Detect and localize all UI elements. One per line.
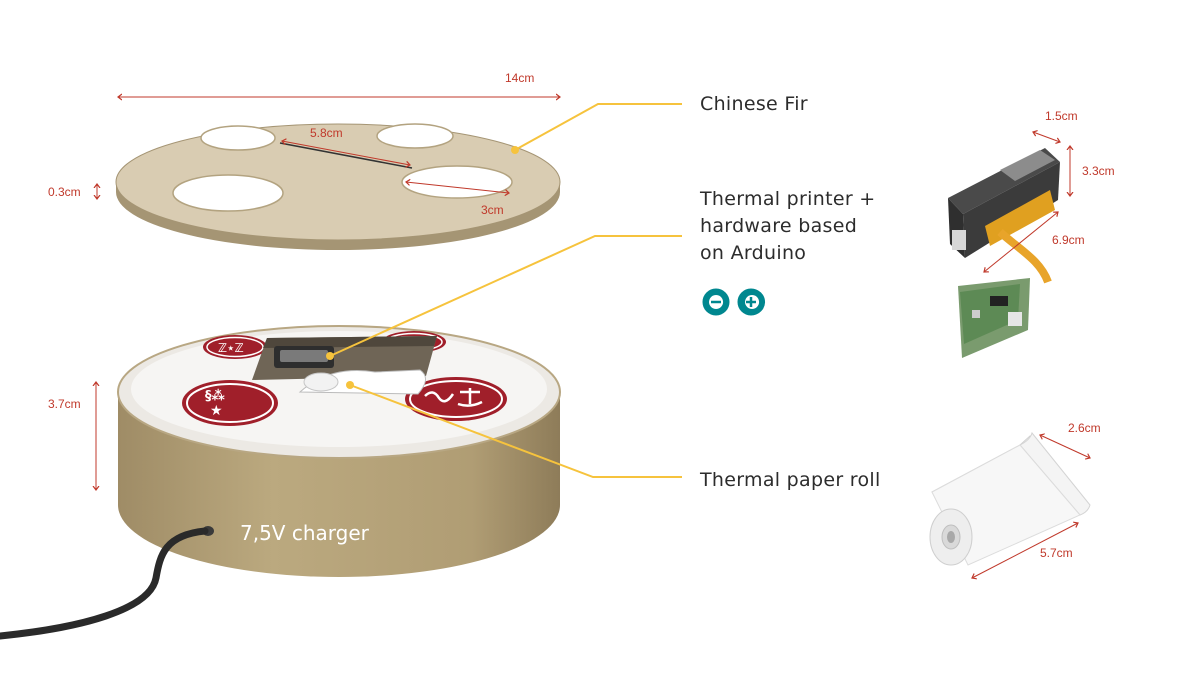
callout-line-lid bbox=[514, 103, 682, 151]
thermal-paper-roll bbox=[929, 431, 1091, 566]
charger-label: 7,5V charger bbox=[240, 521, 370, 545]
printer-slot bbox=[252, 336, 437, 395]
lid-hole bbox=[401, 165, 513, 199]
lid-hole bbox=[376, 123, 454, 149]
hole-diameter-label: 3cm bbox=[481, 203, 504, 217]
roll-width-label: 5.7cm bbox=[1040, 546, 1073, 560]
callout-line-printer bbox=[329, 235, 682, 357]
ribbon-length-dimension bbox=[984, 212, 1058, 272]
callout-line-paper bbox=[349, 384, 682, 478]
lid-width-label: 14cm bbox=[505, 71, 534, 85]
printer-depth-dimension bbox=[1033, 132, 1060, 142]
lid-hole bbox=[172, 174, 284, 212]
thermal-printer-module bbox=[948, 148, 1060, 358]
svg-text:ℤ⋆ℤ: ℤ⋆ℤ bbox=[218, 341, 244, 355]
callout-paper-roll: Thermal paper roll bbox=[699, 469, 881, 491]
lid-hole bbox=[200, 125, 276, 151]
ribbon-length-label: 6.9cm bbox=[1052, 233, 1085, 247]
printer-height-label: 3.3cm bbox=[1082, 164, 1115, 178]
base-height-label: 3.7cm bbox=[48, 397, 81, 411]
svg-text:§⁂: §⁂ bbox=[205, 389, 226, 404]
roll-width-dimension bbox=[972, 523, 1078, 578]
printer-depth-label: 1.5cm bbox=[1045, 109, 1078, 123]
lid-thickness-label: 0.3cm bbox=[48, 185, 81, 199]
callout-printer-line2: hardware based bbox=[700, 215, 857, 237]
hole-spacing-dimension bbox=[282, 141, 410, 165]
roll-diameter-label: 2.6cm bbox=[1068, 421, 1101, 435]
charger-cable bbox=[0, 527, 209, 640]
red-stamp bbox=[405, 377, 507, 421]
callout-printer-line3: on Arduino bbox=[700, 242, 806, 264]
arduino-logo-icon bbox=[699, 284, 769, 320]
callout-printer-line1: Thermal printer + bbox=[699, 188, 876, 210]
roll-diameter-dimension bbox=[1040, 435, 1090, 458]
hole-spacing-label: 5.8cm bbox=[310, 126, 343, 140]
callout-chinese-fir: Chinese Fir bbox=[700, 93, 808, 115]
red-stamp: §⁂ ★ bbox=[182, 380, 278, 426]
red-stamp: ℤ⋆ℤ bbox=[203, 335, 267, 359]
hole-diameter-dimension bbox=[406, 182, 509, 193]
svg-text:★: ★ bbox=[210, 402, 223, 418]
wooden-lid bbox=[115, 123, 561, 250]
